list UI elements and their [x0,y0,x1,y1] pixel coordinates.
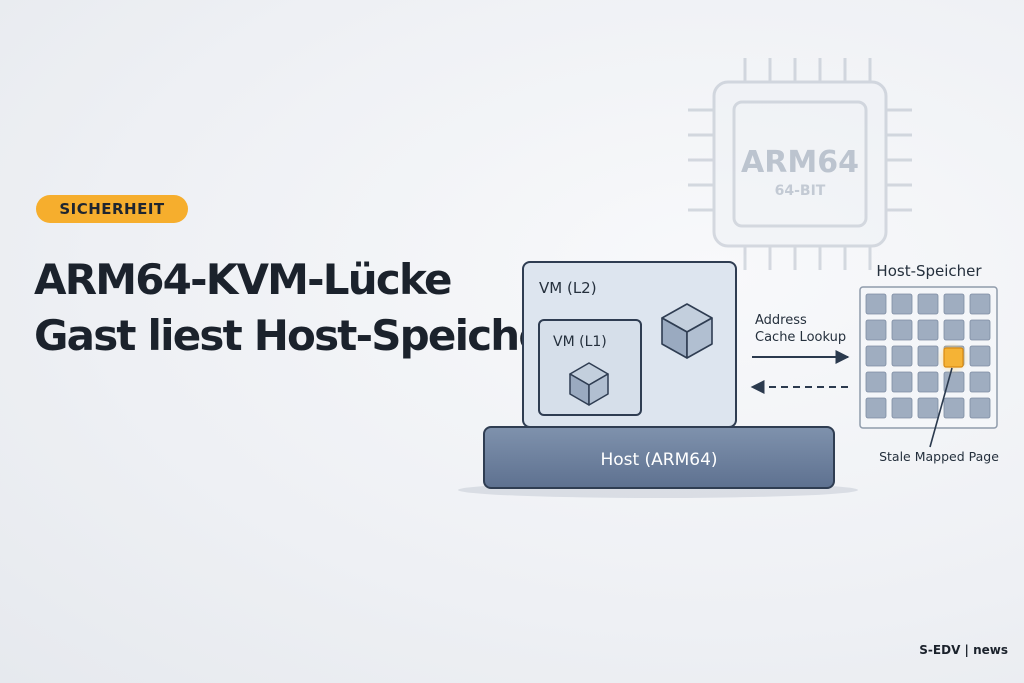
memory-page-cell [917,319,939,341]
memory-page-cell [969,345,991,367]
memory-page-cell [865,397,887,419]
chip-pins-bottom [743,246,872,270]
memory-page-cell [891,319,913,341]
host-label: Host (ARM64) [600,450,717,470]
cube-icon-l2 [661,303,713,359]
vm-l1-label: VM (L1) [553,334,607,350]
stale-page-highlight [943,347,964,368]
category-badge: SICHERHEIT [36,195,188,223]
memory-page-cell [917,397,939,419]
memory-page-cell [891,345,913,367]
memory-page-cell [917,293,939,315]
chip-icon [688,58,912,270]
chip-label: ARM64 [741,145,859,180]
memory-title: Host-Speicher [876,262,982,280]
memory-page-cell [943,371,965,393]
headline: ARM64-KVM-Lücke Gast liest Host-Speicher [34,252,566,364]
stale-page-label: Stale Mapped Page [879,449,999,464]
memory-page-cell [891,371,913,393]
memory-page-cell [917,371,939,393]
chip-pins-top [743,58,872,82]
memory-page-cell [891,293,913,315]
arrow-label-line-2: Cache Lookup [755,330,846,345]
memory-page-cell [969,319,991,341]
headline-line-1: ARM64-KVM-Lücke [34,255,452,304]
arrow-label-line-1: Address [755,313,807,328]
headline-line-2: Gast liest Host-Speicher [34,311,566,360]
memory-page-cell [865,345,887,367]
chip-pins-left [688,108,714,212]
chip-pins-right [886,108,912,212]
stale-page-pointer [929,367,953,448]
cube-icon-l1 [569,362,609,406]
memory-grid [865,293,991,419]
memory-page-cell [891,397,913,419]
memory-page-cell [865,319,887,341]
memory-page-cell [969,397,991,419]
memory-page-cell [943,397,965,419]
memory-page-cell [865,371,887,393]
memory-page-cell [969,293,991,315]
footer-brand: S-EDV | news [919,643,1008,657]
memory-page-cell [943,293,965,315]
memory-page-cell [917,345,939,367]
memory-page-cell [943,319,965,341]
vm-l2-label: VM (L2) [539,279,597,297]
memory-page-cell [969,371,991,393]
chip-sublabel: 64-BIT [775,183,826,199]
memory-page-cell [865,293,887,315]
